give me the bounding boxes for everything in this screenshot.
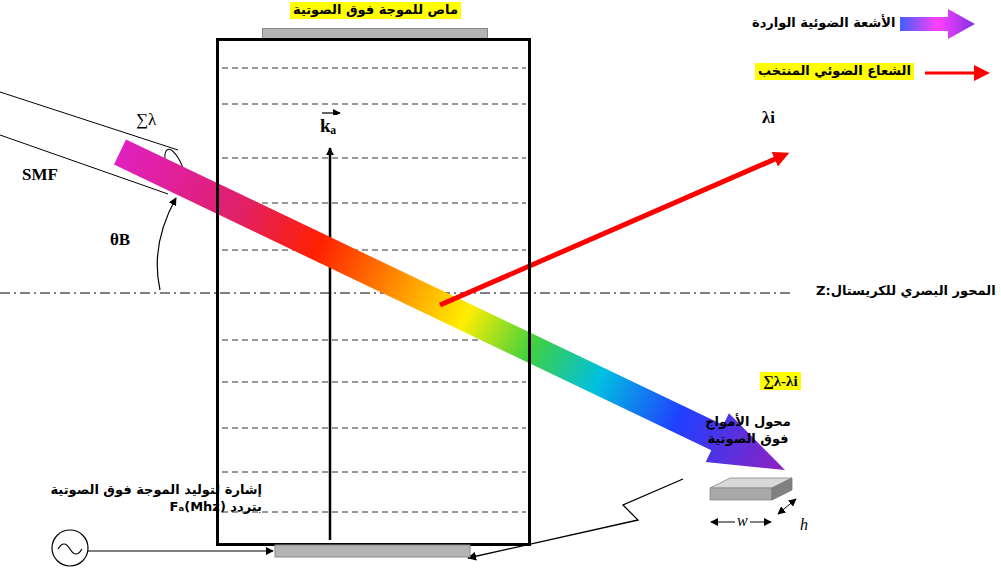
output-label: ∑λ-λi bbox=[760, 372, 801, 390]
dimension-label: w bbox=[735, 511, 750, 530]
sine-symbol bbox=[58, 544, 82, 554]
graphic-part bbox=[222, 472, 526, 473]
height-dimension bbox=[778, 499, 796, 514]
fiber-edge bbox=[0, 92, 178, 150]
crystal-outline bbox=[216, 38, 531, 558]
graphic-part bbox=[222, 203, 526, 204]
graphic-part bbox=[222, 104, 526, 105]
legend-arrow bbox=[925, 72, 982, 75]
axis-label: Z:المحور البصري للكريستال bbox=[814, 283, 998, 300]
node-text: محول الأمواج فوق الصوتية bbox=[700, 414, 796, 448]
legend-text: الأشعة الضوئية الواردة bbox=[752, 15, 895, 32]
signal-generator bbox=[52, 530, 88, 566]
crystal-body bbox=[218, 40, 530, 545]
graphic-part bbox=[222, 512, 526, 513]
wave-vector bbox=[329, 148, 332, 540]
wavelength-label: λi bbox=[762, 108, 775, 128]
graphic-part bbox=[222, 382, 526, 383]
graphic-part bbox=[222, 428, 526, 429]
legend-arrow bbox=[900, 9, 975, 39]
node-text: kₐ bbox=[318, 115, 338, 138]
crystal-node: kₐ bbox=[216, 38, 531, 558]
transducer-side bbox=[772, 478, 792, 500]
signal-wire bbox=[88, 550, 273, 551]
connector-arrow bbox=[468, 479, 683, 558]
graphic-part bbox=[222, 158, 526, 159]
incident-beam bbox=[114, 139, 785, 470]
selected-beam bbox=[440, 156, 782, 305]
fiber-label: SMF bbox=[22, 165, 58, 185]
signal-label: إشارة لتوليد الموجة فوق الصوتية بتردد Fₐ… bbox=[40, 482, 262, 516]
angle-label: θB bbox=[110, 230, 130, 250]
graphic-part bbox=[222, 250, 526, 251]
legend-text: الشعاع الضوئي المنتخب bbox=[755, 63, 914, 80]
transducer-front bbox=[710, 488, 772, 500]
transducer-plate bbox=[275, 545, 470, 557]
spectrum-label: ∑λ bbox=[136, 110, 156, 130]
graphic-part bbox=[222, 68, 526, 69]
angle-arc bbox=[157, 198, 176, 290]
node-text: ماص للموجة فوق الصوتية bbox=[290, 2, 461, 19]
absorber-node: ماص للموجة فوق الصوتية bbox=[262, 0, 488, 41]
dimension-label: h bbox=[800, 515, 808, 534]
vector-mark bbox=[322, 112, 340, 113]
